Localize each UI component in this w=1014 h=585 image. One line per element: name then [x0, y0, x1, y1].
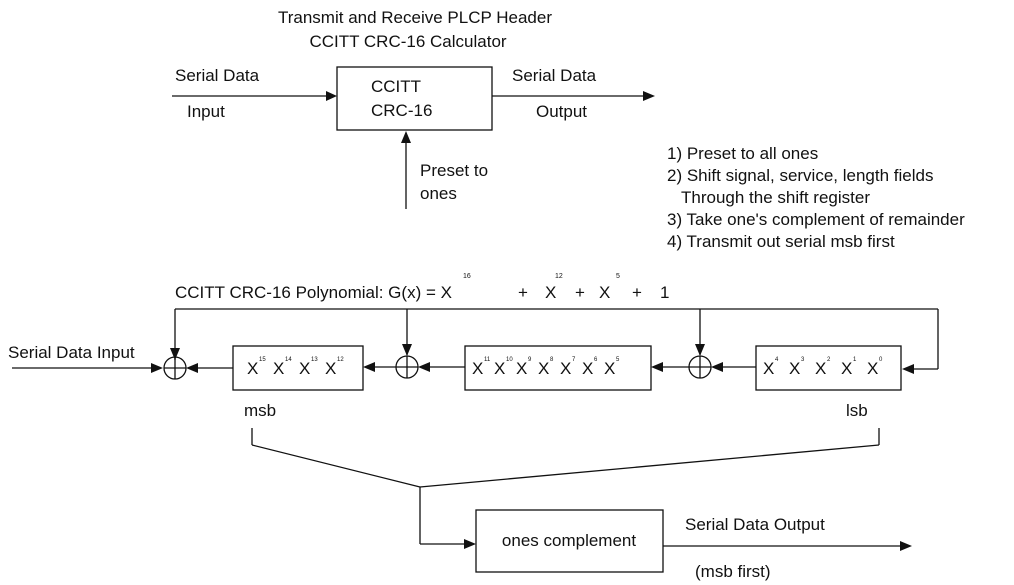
polynomial-prefix: CCITT CRC-16 Polynomial: G(x) = X	[175, 283, 452, 302]
feedback-drop-1-arrowhead	[170, 348, 180, 360]
register-x-term: X	[560, 359, 571, 378]
register-term-exponent: 13	[311, 357, 318, 363]
register-term-exponent: 2	[827, 357, 831, 363]
register-term-exponent: 6	[594, 357, 598, 363]
register-term-exponent: 8	[550, 357, 554, 363]
polynomial-x2: X	[545, 283, 556, 302]
register-x-term: X	[325, 359, 336, 378]
register-x-term: X	[472, 359, 483, 378]
preset-label-2: ones	[420, 184, 457, 203]
register-box-middle	[464, 345, 652, 391]
register-input-arrowhead	[151, 363, 163, 373]
ones-complement-label: ones complement	[502, 531, 636, 550]
step-2-continued: Through the shift register	[681, 188, 870, 207]
register-x-term: X	[815, 359, 826, 378]
title-line-1: Transmit and Receive PLCP Header	[278, 8, 552, 27]
register-term-exponent: 10	[506, 357, 513, 363]
register-x-term: X	[299, 359, 310, 378]
register-input-label: Serial Data Input	[8, 343, 135, 362]
feedback-drop-2-arrowhead	[402, 344, 412, 356]
register-term-exponent: 4	[775, 357, 779, 363]
register-term-exponent: 11	[484, 357, 491, 363]
xor-gate-2	[395, 355, 419, 379]
top-output-label-1: Serial Data	[512, 66, 597, 85]
top-output-arrowhead	[643, 91, 655, 101]
register-x-term: X	[582, 359, 593, 378]
lsb-label: lsb	[846, 401, 868, 420]
xor2-to-box1-arrowhead	[363, 362, 375, 372]
feedback-drop-3-arrowhead	[695, 344, 705, 356]
register-term-exponent: 9	[528, 357, 532, 363]
feedback-return-arrowhead	[902, 364, 914, 374]
box2-to-xor2-arrowhead	[418, 362, 430, 372]
polynomial-x3: X	[599, 283, 610, 302]
register-x-term: X	[867, 359, 878, 378]
register-box-msb	[232, 345, 364, 391]
ones-complement-block	[475, 509, 664, 573]
serial-output-label: Serial Data Output	[685, 515, 825, 534]
msb-merge-diag	[251, 444, 421, 488]
box3-to-xor3-arrowhead	[711, 362, 723, 372]
polynomial-exp-5: 5	[616, 273, 620, 280]
top-output-label-2: Output	[536, 102, 587, 121]
top-input-label-1: Serial Data	[175, 66, 260, 85]
step-1: 1) Preset to all ones	[667, 144, 818, 163]
step-3: 3) Take one's complement of remainder	[667, 210, 965, 229]
xor-gate-3	[688, 355, 712, 379]
polynomial-exp-16: 16	[463, 273, 471, 280]
polynomial-plus-3: +	[632, 283, 642, 302]
register-term-exponent: 15	[259, 357, 266, 363]
register-box-lsb	[755, 345, 902, 391]
preset-label-1: Preset to	[420, 161, 488, 180]
polynomial-plus-2: +	[575, 283, 585, 302]
register-term-exponent: 14	[285, 357, 292, 363]
register-x-term: X	[494, 359, 505, 378]
crc16-block-line-1: CCITT	[371, 77, 421, 96]
xor-gate-1	[163, 356, 187, 380]
box1-to-xor1-arrowhead	[186, 363, 198, 373]
register-term-exponent: 7	[572, 357, 576, 363]
register-x-term: X	[516, 359, 527, 378]
register-term-exponent: 12	[337, 357, 344, 363]
register-x-term: X	[538, 359, 549, 378]
register-term-exponent: 0	[879, 357, 883, 363]
register-x-term: X	[273, 359, 284, 378]
register-term-exponent: 1	[853, 357, 857, 363]
polynomial-exp-12: 12	[555, 273, 563, 280]
register-x-term: X	[604, 359, 615, 378]
register-x-term: X	[841, 359, 852, 378]
register-x-term: X	[247, 359, 258, 378]
top-input-arrowhead	[326, 91, 337, 101]
xor3-to-box2-arrowhead	[651, 362, 663, 372]
polynomial-one: 1	[660, 283, 669, 302]
register-x-term: X	[789, 359, 800, 378]
top-input-label-2: Input	[187, 102, 225, 121]
lsb-merge-diag	[419, 444, 880, 488]
preset-arrowhead	[401, 131, 411, 143]
output-arrowhead	[900, 541, 912, 551]
msb-first-label: (msb first)	[695, 562, 771, 581]
crc16-block	[336, 66, 493, 131]
register-x-term: X	[763, 359, 774, 378]
merge-to-complement-arrowhead	[464, 539, 476, 549]
register-term-exponent: 5	[616, 357, 620, 363]
crc16-block-line-2: CRC-16	[371, 101, 432, 120]
title-line-2: CCITT CRC-16 Calculator	[309, 32, 506, 51]
polynomial-plus-1: +	[518, 283, 528, 302]
step-4: 4) Transmit out serial msb first	[667, 232, 895, 251]
step-2: 2) Shift signal, service, length fields	[667, 166, 933, 185]
msb-label: msb	[244, 401, 276, 420]
register-term-exponent: 3	[801, 357, 805, 363]
